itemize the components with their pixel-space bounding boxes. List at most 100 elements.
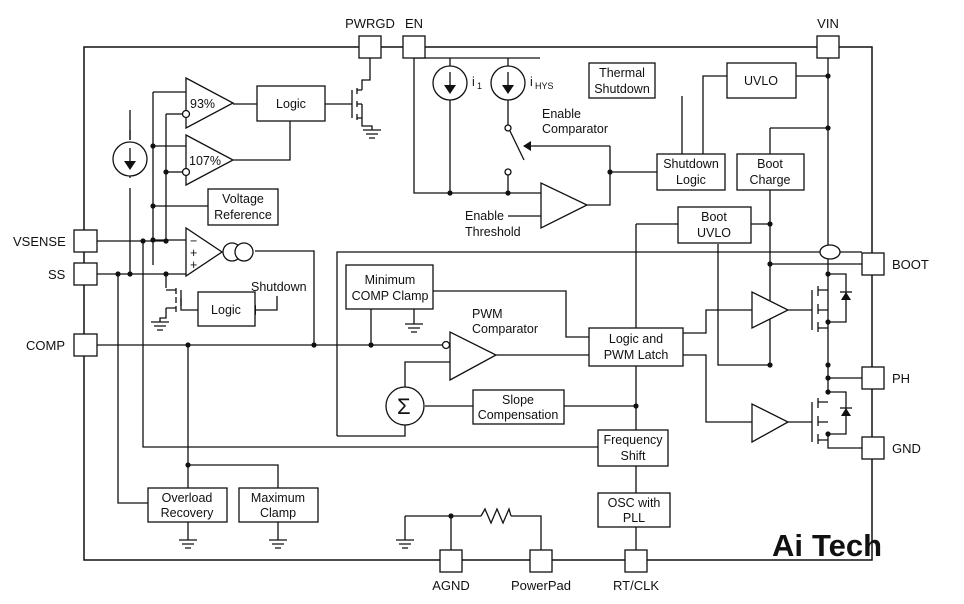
- pin-rtclk-label: RT/CLK: [613, 578, 659, 593]
- enable-switch: [504, 124, 525, 176]
- error-amplifier: − + +: [185, 226, 254, 278]
- comparator-93: 93%: [181, 76, 235, 130]
- pin-comp-label: COMP: [26, 338, 65, 353]
- pin-boot: BOOT: [861, 252, 929, 276]
- current-sense-ellipse: [819, 244, 841, 260]
- pin-boot-label: BOOT: [892, 257, 929, 272]
- frequency-shift-block: Frequency Shift: [597, 429, 669, 467]
- pin-ss: SS: [48, 262, 98, 286]
- pg-logic-text: Logic: [276, 97, 306, 111]
- current-source-ihys: [490, 58, 526, 101]
- i1-label: i: [472, 75, 475, 89]
- pin-vsense-label: VSENSE: [13, 234, 66, 249]
- logo-text-ai: Ai: [772, 528, 803, 563]
- logo-text-tech: Tech: [812, 528, 882, 563]
- summing-junction: Σ: [385, 386, 425, 426]
- pin-pwrgd: PWRGD: [345, 16, 395, 59]
- pin-en: EN: [402, 16, 426, 59]
- ihys-label: i: [530, 75, 533, 89]
- freq-text-1: Frequency: [603, 433, 663, 447]
- pin-en-label: EN: [405, 16, 423, 31]
- pin-comp: COMP: [26, 333, 98, 357]
- enable-comp-arrow-icon: [523, 141, 531, 151]
- pwm-comparator-label-1: PWM: [472, 307, 503, 321]
- pwm-latch-block: Logic and PWM Latch: [588, 327, 684, 367]
- overload-recovery-block: Overload Recovery: [147, 487, 228, 523]
- uvlo-block: UVLO: [726, 62, 797, 99]
- error-amp-minus: −: [190, 234, 197, 248]
- wires: [97, 58, 862, 550]
- low-side-mosfet: [811, 398, 852, 444]
- ss-logic-text: Logic: [211, 303, 241, 317]
- pin-powerpad-label: PowerPad: [511, 578, 571, 593]
- high-side-mosfet: [811, 286, 852, 332]
- pin-ph: PH: [861, 366, 910, 390]
- freq-text-2: Shift: [620, 449, 646, 463]
- pin-rtclk: RT/CLK: [613, 549, 659, 593]
- pin-vin-label: VIN: [817, 16, 839, 31]
- error-amp-plus-1: +: [190, 246, 197, 260]
- min-comp-text-2: COMP Clamp: [352, 289, 429, 303]
- boot-uvlo-text-2: UVLO: [697, 226, 731, 240]
- boot-uvlo-text-1: Boot: [701, 210, 727, 224]
- current-source-ss: [112, 141, 148, 177]
- ihys-subscript: HYS: [535, 81, 554, 91]
- thermal-shutdown-block: Thermal Shutdown: [588, 62, 656, 99]
- pin-vin: VIN: [816, 16, 840, 59]
- uvlo-text: UVLO: [744, 74, 778, 88]
- high-side-driver: [751, 290, 790, 330]
- pwm-latch-text-1: Logic and: [609, 332, 663, 346]
- boot-charge-block: Boot Charge: [736, 153, 805, 191]
- pwm-comparator-label-2: Comparator: [472, 322, 538, 336]
- voltage-reference-block: Voltage Reference: [207, 188, 279, 226]
- pin-gnd-label: GND: [892, 441, 921, 456]
- pwm-latch-text-2: PWM Latch: [604, 348, 669, 362]
- osc-text-2: PLL: [623, 511, 645, 525]
- pin-gnd: GND: [861, 436, 921, 460]
- current-source-i1: [432, 58, 468, 101]
- shutdown-label: Shutdown: [251, 280, 307, 294]
- pin-agnd-label: AGND: [432, 578, 470, 593]
- vref-text-2: Reference: [214, 208, 272, 222]
- low-side-driver: [751, 402, 790, 444]
- osc-text-1: OSC with: [608, 496, 661, 510]
- pin-ph-label: PH: [892, 371, 910, 386]
- resistor: [480, 507, 512, 525]
- pwrgd-mosfet: [348, 88, 363, 120]
- error-amp-plus-2: +: [190, 258, 197, 272]
- boot-charge-text-1: Boot: [757, 157, 783, 171]
- comparator-93-label: 93%: [190, 97, 215, 111]
- enable-comparator-label-1: Enable: [542, 107, 581, 121]
- thermal-text-1: Thermal: [599, 66, 645, 80]
- sigma-label: Σ: [397, 394, 411, 419]
- pin-agnd: AGND: [432, 549, 470, 593]
- pin-vsense: VSENSE: [13, 229, 98, 253]
- overload-text-1: Overload: [162, 491, 213, 505]
- junction-dots: [115, 73, 831, 519]
- enable-threshold-label-1: Enable: [465, 209, 504, 223]
- pin-powerpad: PowerPad: [511, 549, 571, 593]
- boot-uvlo-block: Boot UVLO: [677, 206, 752, 244]
- vref-text-1: Voltage: [222, 192, 264, 206]
- ss-logic-block: Logic: [197, 291, 256, 327]
- ground-symbols: [151, 129, 423, 549]
- pin-ss-label: SS: [48, 267, 66, 282]
- shutdown-logic-text-1: Shutdown: [663, 157, 719, 171]
- i1-subscript: 1: [477, 81, 482, 91]
- ss-mosfet: [166, 288, 182, 312]
- pin-pwrgd-label: PWRGD: [345, 16, 395, 31]
- chip-outline: [83, 46, 873, 561]
- min-comp-text-1: Minimum: [365, 273, 416, 287]
- slope-text-2: Compensation: [478, 408, 559, 422]
- pg-logic-block: Logic: [256, 85, 326, 122]
- slope-text-1: Slope: [502, 393, 534, 407]
- thermal-text-2: Shutdown: [594, 82, 650, 96]
- osc-pll-block: OSC with PLL: [597, 492, 671, 528]
- comparator-107-label: 107%: [189, 154, 221, 168]
- maxclamp-text-2: Clamp: [260, 506, 296, 520]
- aitech-logo: Ai Tech: [772, 528, 882, 563]
- shutdown-logic-text-2: Logic: [676, 173, 706, 187]
- maxclamp-text-1: Maximum: [251, 491, 305, 505]
- shutdown-logic-block: Shutdown Logic: [656, 153, 726, 191]
